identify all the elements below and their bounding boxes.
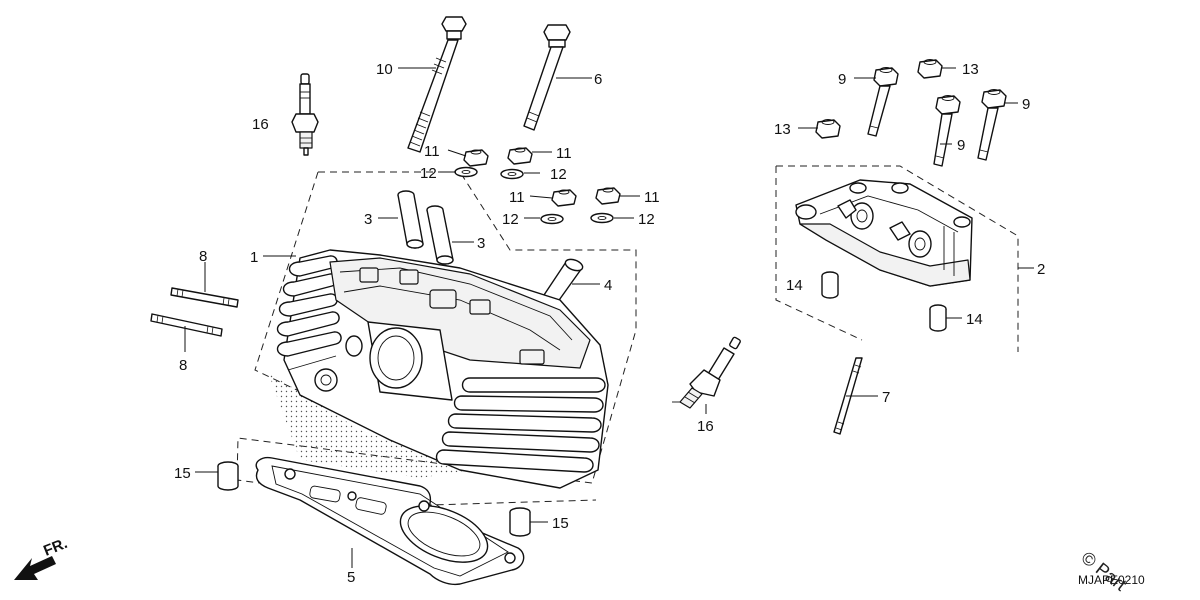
nut-13-a[interactable] bbox=[917, 59, 943, 79]
stud-bolt-8-lower[interactable] bbox=[150, 313, 223, 337]
callout-3-right[interactable]: 3 bbox=[477, 235, 485, 252]
nut-11-b[interactable] bbox=[507, 147, 533, 165]
callout-9-c[interactable]: 9 bbox=[1022, 96, 1030, 113]
stud-bolt-6[interactable] bbox=[523, 24, 571, 131]
callout-3-left[interactable]: 3 bbox=[364, 211, 372, 228]
callout-1[interactable]: 1 bbox=[250, 249, 258, 266]
callout-12-c[interactable]: 12 bbox=[502, 211, 519, 228]
front-label: FR. bbox=[41, 535, 70, 560]
stud-bolt-8-upper[interactable] bbox=[170, 287, 239, 308]
callout-4[interactable]: 4 bbox=[604, 277, 612, 294]
front-arrow-icon bbox=[14, 556, 56, 580]
dowel-pin-14-right[interactable] bbox=[929, 304, 947, 332]
callout-11-c[interactable]: 11 bbox=[509, 189, 525, 206]
stud-10-thread bbox=[409, 57, 447, 147]
spark-plug-16-upper[interactable] bbox=[291, 73, 319, 156]
nut-11-c[interactable] bbox=[551, 189, 577, 207]
callout-11-a[interactable]: 11 bbox=[424, 143, 440, 160]
nut-11-d[interactable] bbox=[595, 187, 621, 205]
callout-13-a[interactable]: 13 bbox=[962, 61, 979, 78]
callout-2[interactable]: 2 bbox=[1037, 261, 1045, 278]
bolt-9-a[interactable] bbox=[867, 67, 899, 137]
cylinder-head-1[interactable] bbox=[268, 249, 609, 489]
callout-8-lower[interactable]: 8 bbox=[179, 357, 187, 374]
callout-14-right[interactable]: 14 bbox=[966, 311, 983, 328]
washer-12-b[interactable] bbox=[500, 168, 524, 180]
dowel-pin-15-left[interactable] bbox=[217, 461, 239, 491]
callout-7[interactable]: 7 bbox=[882, 389, 890, 406]
callout-14-left[interactable]: 14 bbox=[786, 277, 803, 294]
callout-12-d[interactable]: 12 bbox=[638, 211, 655, 228]
head-gasket-5[interactable] bbox=[255, 456, 525, 586]
diagram-code: MJAPE0210 bbox=[1078, 573, 1145, 587]
rocker-arm-group-outline bbox=[775, 165, 1019, 352]
callout-9-b[interactable]: 9 bbox=[957, 137, 965, 154]
callout-6[interactable]: 6 bbox=[594, 71, 602, 88]
callout-5[interactable]: 5 bbox=[347, 569, 355, 586]
callout-11-b[interactable]: 11 bbox=[556, 145, 572, 162]
callout-8-upper[interactable]: 8 bbox=[199, 248, 207, 265]
stud-bolt-10[interactable] bbox=[407, 16, 467, 153]
dowel-pin-15-right[interactable] bbox=[509, 507, 531, 537]
callout-10[interactable]: 10 bbox=[376, 61, 393, 78]
washer-12-d[interactable] bbox=[590, 212, 614, 224]
leader-lines bbox=[184, 67, 1034, 568]
rocker-arm-holder-2[interactable] bbox=[795, 179, 973, 287]
callout-16-lower[interactable]: 16 bbox=[697, 418, 714, 435]
washer-12-a[interactable] bbox=[454, 166, 478, 178]
callout-13-b[interactable]: 13 bbox=[774, 121, 791, 138]
front-direction-indicator: FR. bbox=[14, 535, 70, 580]
spark-plug-16-lower[interactable] bbox=[672, 336, 741, 409]
callout-11-d[interactable]: 11 bbox=[644, 189, 660, 206]
valve-guide-3-right[interactable] bbox=[426, 205, 454, 265]
bolt-9-b[interactable] bbox=[933, 95, 961, 167]
callout-12-b[interactable]: 12 bbox=[550, 166, 567, 183]
nut-11-a[interactable] bbox=[463, 149, 489, 167]
valve-guide-3-left[interactable] bbox=[397, 190, 424, 249]
callout-labels: 10 6 16 1 2 3 3 4 5 7 8 8 9 9 9 11 11 11… bbox=[174, 61, 1045, 586]
bolt-9-c[interactable] bbox=[977, 89, 1007, 161]
callout-15-right[interactable]: 15 bbox=[552, 515, 569, 532]
watermark: © Part bbox=[1078, 547, 1131, 594]
washer-12-c[interactable] bbox=[540, 213, 564, 225]
dowel-pin-14-left[interactable] bbox=[821, 271, 839, 299]
nut-13-b[interactable] bbox=[815, 119, 841, 139]
callout-9-a[interactable]: 9 bbox=[838, 71, 846, 88]
callout-16-upper[interactable]: 16 bbox=[252, 116, 269, 133]
callout-15-left[interactable]: 15 bbox=[174, 465, 191, 482]
callout-12-a[interactable]: 12 bbox=[420, 165, 437, 182]
